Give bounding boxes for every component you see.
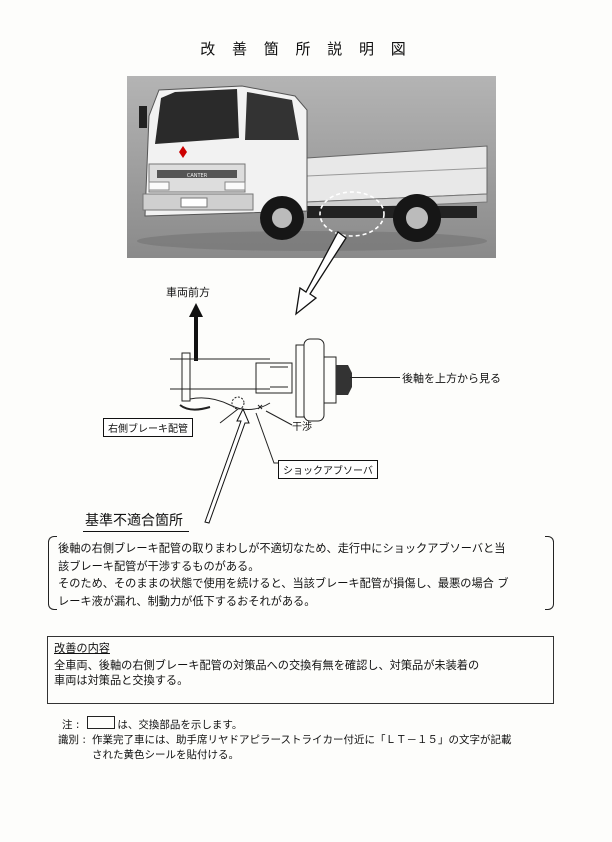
interference-label: 干渉 [292, 422, 312, 433]
truck-photo: CANTER [127, 76, 496, 258]
page-title: 改 善 箇 所 説 明 図 [200, 40, 412, 58]
id-label: 識別 : [58, 734, 86, 746]
id-line: された黄色シールを貼付ける。 [92, 749, 239, 761]
note-label: 注 [62, 719, 73, 731]
id-text: 作業完了車には、助手席リヤドアピラーストライカー付近に「ＬＴ－１５」の文字が記載… [92, 733, 511, 763]
description-line: そのため、そのままの状態で使用を続けると、当該ブレーキ配管が損傷し、最悪の場合 … [58, 577, 509, 590]
improvement-line: 車両は対策品と交換する。 [54, 674, 189, 687]
defect-description: 後軸の右側ブレーキ配管の取りまわしが不適切なため、走行中にショックアブソーバと当… [58, 540, 550, 610]
truck-badge: CANTER [187, 173, 208, 179]
part-marker-box [87, 716, 116, 729]
nonconformance-label: 基準不適合箇所 [83, 510, 189, 532]
description-line: レーキ液が漏れ、制動力が低下するおそれがある。 [58, 594, 316, 608]
description-line: 後軸の右側ブレーキ配管の取りまわしが不適切なため、走行中にショックアブソーバと当 [58, 542, 506, 555]
improvement-heading: 改善の内容 [54, 642, 110, 655]
bracket-left [48, 536, 57, 610]
description-line: 該ブレーキ配管が干渉するものがある。 [58, 559, 260, 573]
note-row: 注 :は、交換部品を示します。 [62, 716, 242, 733]
note-text: は、交換部品を示します。 [117, 719, 243, 731]
view-leader-line [350, 377, 400, 378]
shock-absorber-label: ショックアブソーバ [278, 460, 378, 479]
pointer-arrow [295, 231, 347, 316]
rear-axle-view-label: 後軸を上方から見る [402, 372, 501, 385]
leader-lines [219, 408, 293, 464]
highlight-ellipse [319, 191, 385, 237]
callout-arrow [204, 407, 250, 524]
axle-diagram [170, 338, 352, 422]
front-arrow-icon [189, 303, 203, 361]
truck-illustration: CANTER [127, 76, 496, 258]
bracket-right [545, 536, 554, 610]
id-line: 作業完了車には、助手席リヤドアピラーストライカー付近に「ＬＴ－１５」の文字が記載 [92, 734, 512, 746]
improvement-box: 改善の内容 全車両、後軸の右側ブレーキ配管の対策品への交換有無を確認し、対策品が… [47, 636, 554, 704]
right-brake-pipe-label: 右側ブレーキ配管 [103, 418, 193, 437]
improvement-line: 全車両、後軸の右側ブレーキ配管の対策品への交換有無を確認し、対策品が未装着の [54, 658, 480, 672]
vehicle-front-label: 車両前方 [166, 286, 210, 299]
